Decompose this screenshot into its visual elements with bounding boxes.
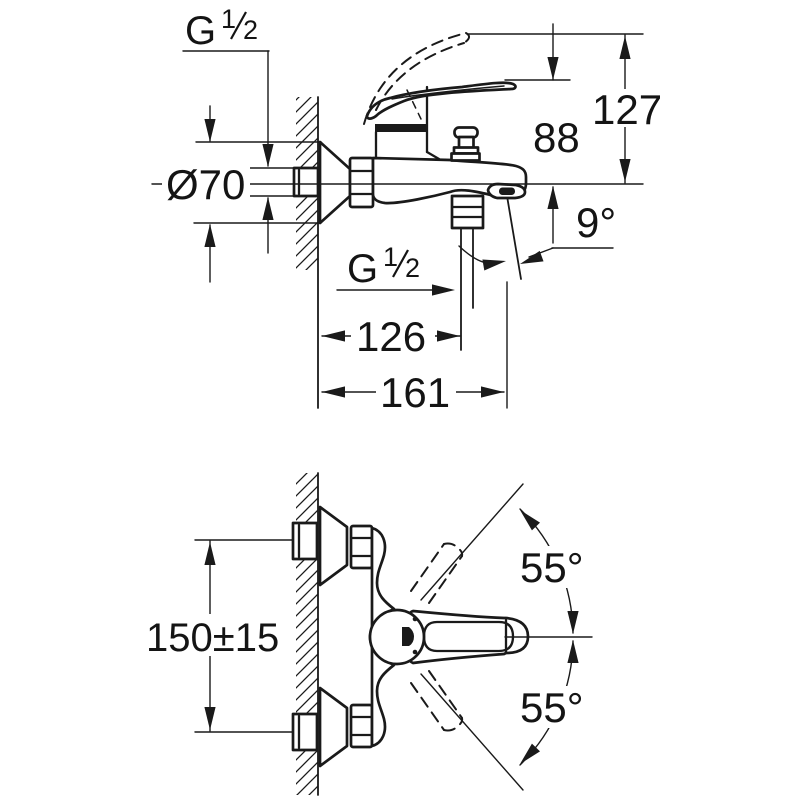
label-55-upper: 55° bbox=[520, 544, 584, 591]
escutcheon bbox=[318, 686, 349, 768]
g12-wall-denominator: 2 bbox=[243, 15, 258, 45]
label-9deg: 9° bbox=[576, 199, 616, 246]
g12-wall-numerator: 1 bbox=[221, 4, 236, 34]
label-150: 150±15 bbox=[146, 616, 279, 660]
concealed-inlet-fitting bbox=[292, 166, 320, 198]
label-126: 126 bbox=[356, 313, 426, 360]
diverter-knob bbox=[450, 126, 481, 162]
union-nut bbox=[349, 524, 374, 570]
label-88: 88 bbox=[533, 114, 580, 161]
label-dia70: Ø70 bbox=[166, 161, 245, 208]
shower-outlet bbox=[450, 194, 485, 351]
fraction-slash bbox=[230, 11, 247, 40]
dimension-g12-shower bbox=[336, 284, 455, 296]
dimension-dia70 bbox=[193, 105, 322, 283]
logo-mark bbox=[402, 627, 414, 646]
spout-aerator bbox=[486, 182, 527, 200]
cartridge-tower bbox=[374, 85, 441, 161]
side-view: G 1 2 Ø70 88 127 9° G 1 2 126 161 bbox=[151, 4, 662, 416]
label-g12-wall: G 1 2 bbox=[185, 4, 258, 53]
g12-shower-denominator: 2 bbox=[405, 253, 420, 283]
plan-view-labels: 150±15 55° 55° bbox=[142, 544, 594, 731]
lever-handle-raised-dashed bbox=[363, 32, 470, 125]
g12-shower-letter: G bbox=[347, 247, 378, 291]
side-view-labels: G 1 2 Ø70 88 127 9° G 1 2 126 161 bbox=[162, 4, 662, 416]
inlet-fitting-bottom bbox=[291, 686, 374, 768]
union-nut bbox=[348, 156, 375, 209]
escutcheon bbox=[318, 505, 349, 587]
label-161: 161 bbox=[380, 369, 450, 416]
dimension-9deg bbox=[458, 195, 614, 280]
wall-hatch bbox=[296, 96, 319, 409]
g12-shower-numerator: 1 bbox=[383, 242, 398, 272]
escutcheon bbox=[318, 140, 352, 225]
inlet-fitting-top bbox=[291, 505, 374, 587]
lever-handle-plan bbox=[368, 608, 530, 666]
lever-swing-dashed-upper bbox=[410, 542, 464, 604]
label-127: 127 bbox=[592, 86, 662, 133]
plan-view: 150±15 55° 55° bbox=[142, 472, 594, 796]
label-g12-shower: G 1 2 bbox=[347, 242, 420, 291]
label-55-lower: 55° bbox=[520, 684, 584, 731]
fraction-slash bbox=[392, 249, 409, 278]
lever-swing-dashed-lower bbox=[410, 670, 464, 732]
union-nut bbox=[349, 703, 374, 749]
dimension-g12-wall bbox=[182, 50, 295, 254]
g12-wall-letter: G bbox=[185, 9, 216, 53]
